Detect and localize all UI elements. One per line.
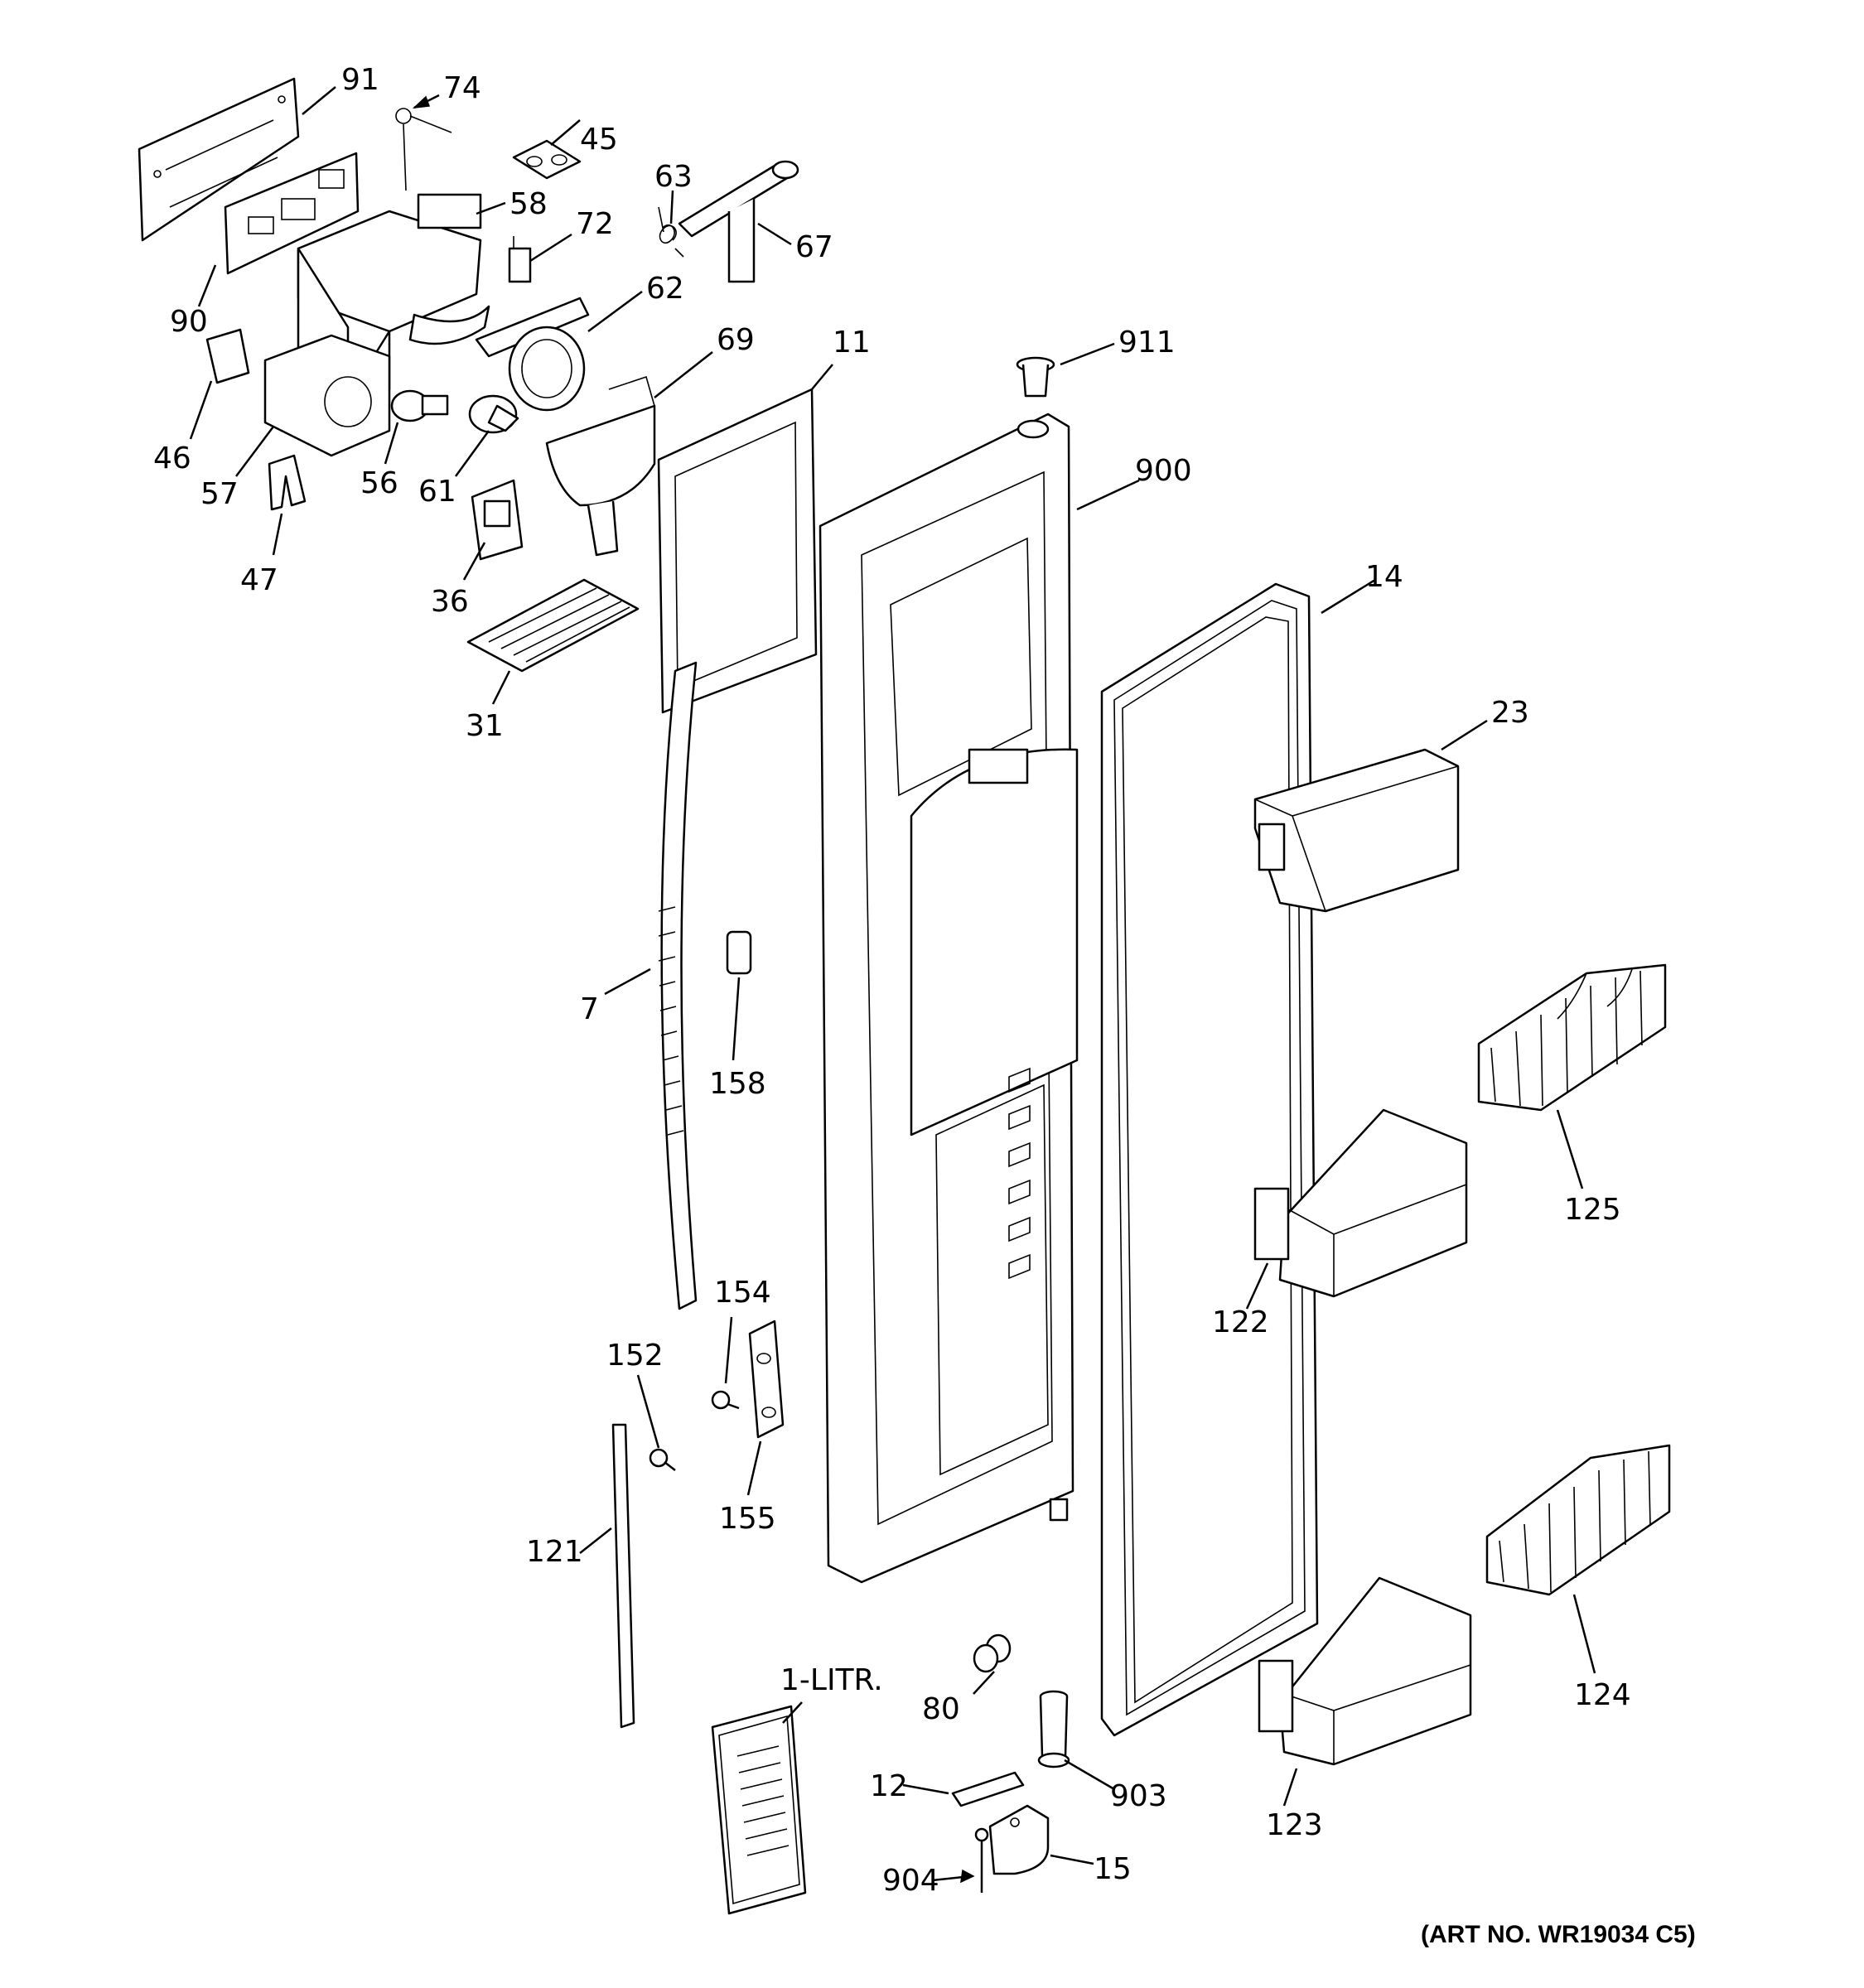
callout-58: 58	[509, 187, 548, 221]
callout-904: 904	[882, 1864, 939, 1898]
callout-124: 124	[1574, 1678, 1631, 1712]
part-47-clip	[268, 454, 307, 511]
callout-72: 72	[576, 207, 614, 241]
callout-80: 80	[922, 1692, 960, 1726]
callout-14: 14	[1365, 560, 1403, 594]
part-90-control-board	[224, 152, 360, 275]
part-62-auger-motor	[475, 297, 590, 412]
part-12-shim	[951, 1771, 1025, 1807]
part-46-cover	[205, 328, 250, 384]
callout-47: 47	[240, 563, 278, 597]
part-56-bulb	[390, 389, 449, 422]
callout-152: 152	[606, 1339, 664, 1373]
part-14-door-gasket	[1100, 582, 1319, 1737]
leader-arrowheads	[412, 95, 975, 1884]
callout-155: 155	[719, 1502, 776, 1536]
callout-123: 123	[1266, 1808, 1323, 1842]
part-903-pin	[1037, 1690, 1070, 1768]
callout-57: 57	[200, 477, 239, 511]
part-72-switch	[508, 236, 532, 283]
part-80-bushing	[973, 1633, 1012, 1673]
callout-67: 67	[795, 230, 833, 264]
callout-15: 15	[1094, 1852, 1132, 1886]
part-31-drip-grille	[466, 578, 640, 673]
part-58-dispenser-housing	[297, 193, 490, 399]
callout-122: 122	[1212, 1305, 1269, 1339]
callout-121: 121	[526, 1535, 583, 1569]
callout-31: 31	[466, 709, 504, 743]
callout-labels: 91 74 45 63 58 72 67 90 62 69 11 911 46 …	[153, 63, 1631, 1898]
callout-903: 903	[1110, 1779, 1167, 1813]
callout-61: 61	[418, 475, 456, 509]
callout-90: 90	[170, 305, 208, 339]
part-57-housing	[263, 334, 391, 457]
callout-63: 63	[654, 160, 693, 194]
part-158-insert	[726, 930, 752, 975]
part-23-door-bin	[1253, 748, 1460, 913]
callout-7: 7	[580, 992, 599, 1026]
part-124-wire-basket	[1485, 1444, 1671, 1596]
part-63-spring	[658, 206, 684, 258]
callout-56: 56	[360, 466, 398, 500]
callout-46: 46	[153, 442, 191, 475]
callout-23: 23	[1491, 696, 1529, 730]
part-122-door-bin	[1253, 1108, 1468, 1298]
part-74-spring	[395, 108, 452, 191]
callout-74: 74	[443, 71, 481, 105]
part-152-screw	[649, 1448, 676, 1471]
part-125-wire-basket	[1477, 963, 1667, 1112]
part-61-socket	[468, 394, 519, 434]
part-67-lever	[678, 160, 799, 283]
art-number: (ART NO. WR19034 C5)	[1421, 1921, 1696, 1948]
callout-12: 12	[870, 1769, 908, 1803]
callout-69: 69	[717, 323, 755, 357]
callout-1-litr: 1-LITR.	[780, 1663, 883, 1697]
part-7-handle	[658, 661, 698, 1310]
part-154-screw	[711, 1390, 740, 1410]
part-123-door-bin	[1258, 1576, 1472, 1766]
callout-36: 36	[431, 585, 469, 619]
part-11-dispenser-frame	[657, 388, 818, 714]
part-15-bottom-hinge	[988, 1804, 1050, 1875]
callout-158: 158	[709, 1067, 766, 1101]
part-45-bracket	[512, 139, 582, 180]
part-155-hinge-plate	[748, 1320, 785, 1439]
part-900-door-assembly	[819, 413, 1079, 1584]
part-36-switch-bracket	[471, 479, 524, 561]
part-121-handle-trim	[611, 1423, 635, 1729]
part-904-screw	[974, 1827, 989, 1893]
part-literature	[711, 1705, 807, 1915]
callout-11: 11	[833, 326, 871, 359]
callout-911: 911	[1118, 326, 1176, 359]
callout-91: 91	[341, 63, 379, 97]
callout-45: 45	[580, 123, 618, 157]
part-91-cover-plate	[138, 77, 300, 242]
part-911-bushing	[1016, 356, 1055, 398]
callout-125: 125	[1564, 1193, 1621, 1227]
callout-900: 900	[1135, 454, 1192, 488]
part-69-ice-chute	[545, 375, 656, 557]
callout-62: 62	[646, 272, 684, 306]
callout-154: 154	[714, 1276, 771, 1310]
